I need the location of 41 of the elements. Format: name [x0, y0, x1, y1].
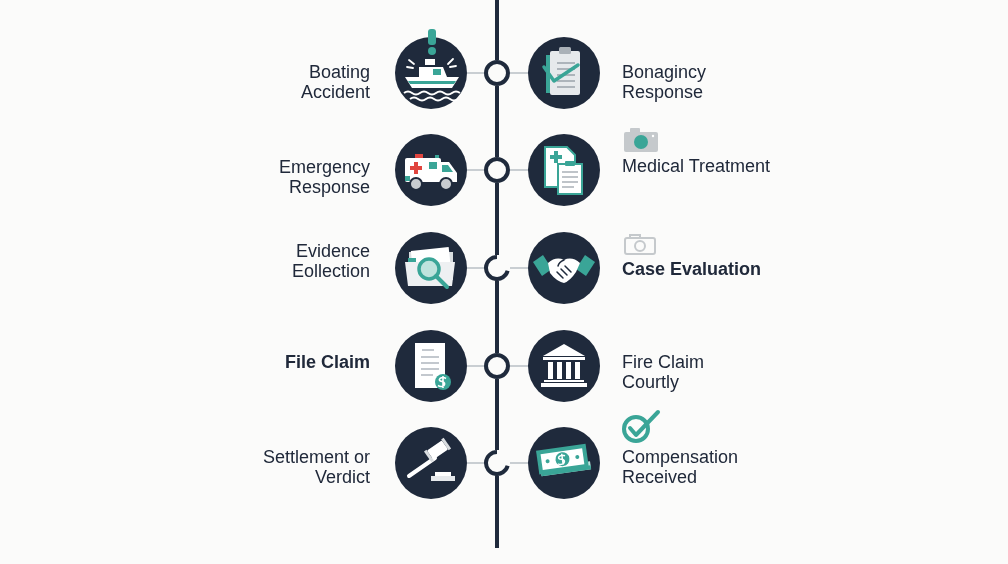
connector-line [509, 267, 529, 269]
handshake-icon [528, 232, 600, 304]
money-icon [528, 427, 600, 499]
medical-records-icon [528, 134, 600, 206]
gavel-icon [395, 427, 467, 499]
magnifier-icon [395, 232, 467, 304]
connector-line [466, 462, 485, 464]
connector-line [466, 365, 485, 367]
document-dollar-icon [395, 330, 467, 402]
connector-line [509, 462, 529, 464]
junction-ring [484, 157, 510, 183]
step-label: Emergency Response [277, 157, 370, 197]
timeline-line [495, 476, 499, 548]
step-label: Evidence Eollection [290, 241, 370, 281]
junction-ring [484, 60, 510, 86]
step-label: Compensation Received [622, 447, 740, 487]
timeline-line [495, 379, 499, 450]
step-label: Fire Claim Courtly [622, 352, 705, 392]
connector-line [466, 169, 485, 171]
step-label: File Claim [283, 352, 370, 372]
connector-line [466, 72, 485, 74]
junction-ring [484, 255, 510, 281]
timeline-line [495, 86, 499, 157]
step-label: Settlement or Verdict [261, 447, 370, 487]
connector-line [466, 267, 485, 269]
clipboard-check-icon [528, 37, 600, 109]
connector-line [509, 72, 529, 74]
junction-ring [484, 353, 510, 379]
connector-line [509, 169, 529, 171]
courthouse-icon [528, 330, 600, 402]
connector-line [509, 365, 529, 367]
timeline-line [495, 183, 499, 255]
timeline-line [495, 0, 499, 60]
ambulance-icon [395, 134, 467, 206]
step-label: Bonagincy Response [622, 62, 708, 102]
step-label: Case Evaluation [622, 259, 763, 279]
boat-icon [395, 37, 467, 109]
step-label: Medical Treatment [622, 156, 772, 176]
timeline-line [495, 281, 499, 353]
junction-ring [484, 450, 510, 476]
step-label: Boating Accident [299, 62, 370, 102]
